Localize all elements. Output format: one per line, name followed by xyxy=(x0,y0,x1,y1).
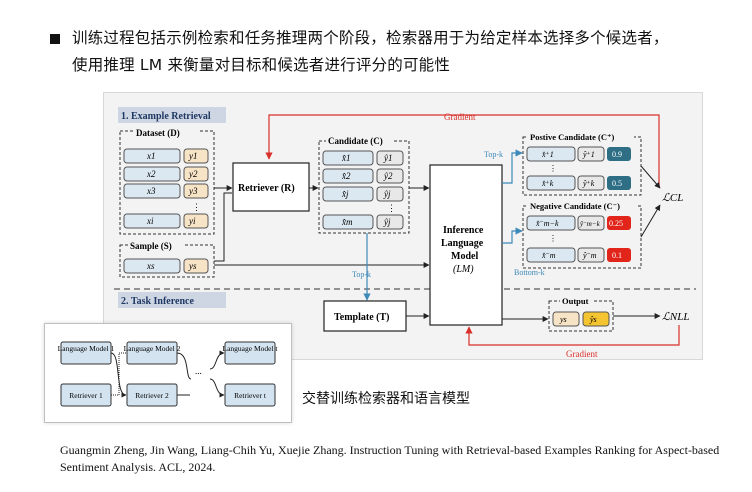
candidate-title: Candidate (C) xyxy=(328,136,383,146)
dataset-rows: x1 y1 x2 y2 x3 y3 ⋮ xi yi xyxy=(123,148,209,229)
dataset-y-i: yi xyxy=(188,216,196,226)
candidate-x-2: x̂2 xyxy=(341,171,351,181)
loss-nll: ℒNLL xyxy=(662,311,690,323)
pos-x-k: x̂⁺k xyxy=(541,179,554,188)
lm-line-2: Language xyxy=(441,238,484,249)
topk-lower-label: Top-k xyxy=(352,270,371,279)
lm-to-positive xyxy=(502,149,523,184)
gradient-bottom-arrow xyxy=(465,325,680,346)
output-y: ys xyxy=(559,315,567,324)
section1-bg xyxy=(118,107,226,123)
bullet-marker xyxy=(50,34,60,44)
inset-lmt-box xyxy=(224,341,276,365)
inset-lm1-label: Language Model 1 xyxy=(58,344,115,353)
negative-title: Negative Candidate (C⁻) xyxy=(530,201,620,211)
dataset-x-i: xi xyxy=(146,216,154,226)
inset-lmt-label: Language Model t xyxy=(223,344,279,353)
inset-rt-box xyxy=(224,383,276,407)
gradient-bottom-label: Gradient xyxy=(566,349,598,359)
bullet-line-1: 训练过程包括示例检索和任务推理两个阶段，检索器用于为给定样本选择多个候选者， xyxy=(72,29,669,47)
neg-ellipsis: ⋮ xyxy=(549,234,557,243)
inset-dots: ... xyxy=(195,366,202,376)
lm-to-negative xyxy=(502,227,523,244)
lm-line-4: (LM) xyxy=(453,264,474,275)
dataset-x-cell xyxy=(123,148,181,164)
negative-to-loss xyxy=(640,204,661,238)
candidate-x-1: x̂1 xyxy=(341,153,351,163)
gradient-top-label: Gradient xyxy=(444,112,476,122)
bullet-line-2: 使用推理 LM 来衡量对目标和候选者进行评分的可能性 xyxy=(72,56,451,74)
candidate-rows: x̂1 ŷ1 x̂2 ŷ2 x̂j ŷj ⋮ x̂m ŷj xyxy=(322,150,404,230)
candidate-x-j: x̂j xyxy=(341,189,349,199)
neg-y-1: ŷ⁻m−k xyxy=(579,220,601,228)
candidate-y-m: ŷj xyxy=(383,217,391,227)
pos-y-1: ŷ⁺1 xyxy=(582,150,595,159)
dataset-x-1: x1 xyxy=(146,151,156,161)
inset-lm2-label: Language Model 2 xyxy=(124,344,181,353)
inset-diagram: Language Model 1 Retriever 1 Language Mo… xyxy=(58,341,279,407)
candidate-x-m: x̂m xyxy=(341,217,353,227)
bullet-text: 训练过程包括示例检索和任务推理两个阶段，检索器用于为给定样本选择多个候选者， 使… xyxy=(72,25,742,79)
dataset-ellipsis: ⋮ xyxy=(192,202,201,212)
candidate-ellipsis: ⋮ xyxy=(387,203,396,213)
inset-r2-label: Retriever 2 xyxy=(135,391,169,400)
pos-y-k: ŷ⁺k xyxy=(582,179,595,188)
retriever-box xyxy=(232,162,310,212)
section2-bg xyxy=(118,292,226,308)
section2-title: 2. Task Inference xyxy=(121,296,194,307)
sample-y: ys xyxy=(188,261,197,271)
neg-x-1: x̂⁻m−k xyxy=(535,219,559,228)
alternating-training-inset: Language Model 1 Retriever 1 Language Mo… xyxy=(44,323,292,423)
inset-caption: 交替训练检索器和语言模型 xyxy=(302,391,470,407)
dataset-y-1: y1 xyxy=(188,151,198,161)
architecture-figure: 1. Example Retrieval 2. Task Inference G… xyxy=(103,92,703,360)
section1-title: 1. Example Retrieval xyxy=(121,111,211,122)
inset-r1-label: Retriever 1 xyxy=(69,391,103,400)
sample-to-retriever xyxy=(214,192,232,262)
neg-x-m: x̂⁻m xyxy=(541,251,556,260)
pos-x-1: x̂⁺1 xyxy=(541,150,554,159)
dataset-title: Dataset (D) xyxy=(136,128,180,138)
paper-reference: Guangmin Zheng, Jin Wang, Liang-Chih Yu,… xyxy=(60,443,720,474)
neg-y-m: ŷ⁻m xyxy=(582,251,597,260)
output-yhat: ŷs xyxy=(589,315,597,324)
sample-x: xs xyxy=(146,261,155,271)
dataset-y-2: y2 xyxy=(188,169,198,179)
neg-score-1: 0.25 xyxy=(609,219,623,228)
output-title: Output xyxy=(562,296,589,306)
pos-ellipsis: ⋮ xyxy=(549,164,557,173)
dataset-y-3: y3 xyxy=(188,186,198,196)
retriever-label: Retriever (R) xyxy=(238,183,295,194)
pos-score-1: 0.9 xyxy=(612,150,622,159)
candidate-y-j: ŷj xyxy=(383,189,391,199)
neg-score-m: 0.1 xyxy=(612,251,622,260)
lm-line-1: Inference xyxy=(443,225,484,236)
gradient-top-arrow xyxy=(265,114,660,188)
lm-line-3: Model xyxy=(451,251,478,262)
bottomk-label: Bottom-k xyxy=(514,268,545,277)
dataset-x-3: x3 xyxy=(146,186,156,196)
template-box xyxy=(323,300,407,332)
topk-upper-label: Top-k xyxy=(484,150,503,159)
template-label: Template (T) xyxy=(334,312,389,323)
dataset-x-2: x2 xyxy=(146,169,156,179)
candidate-y-1: ŷ1 xyxy=(383,153,393,163)
inset-rt-label: Retriever t xyxy=(234,391,267,400)
inference-lm-box xyxy=(429,164,503,326)
pos-score-k: 0.5 xyxy=(612,179,622,188)
architecture-diagram: 1. Example Retrieval 2. Task Inference G… xyxy=(114,107,696,359)
positive-title: Postive Candidate (C⁺) xyxy=(530,132,614,142)
sample-title: Sample (S) xyxy=(130,241,172,251)
loss-cl: ℒCL xyxy=(662,192,683,204)
positive-to-loss xyxy=(640,165,661,189)
candidate-y-2: ŷ2 xyxy=(383,171,393,181)
